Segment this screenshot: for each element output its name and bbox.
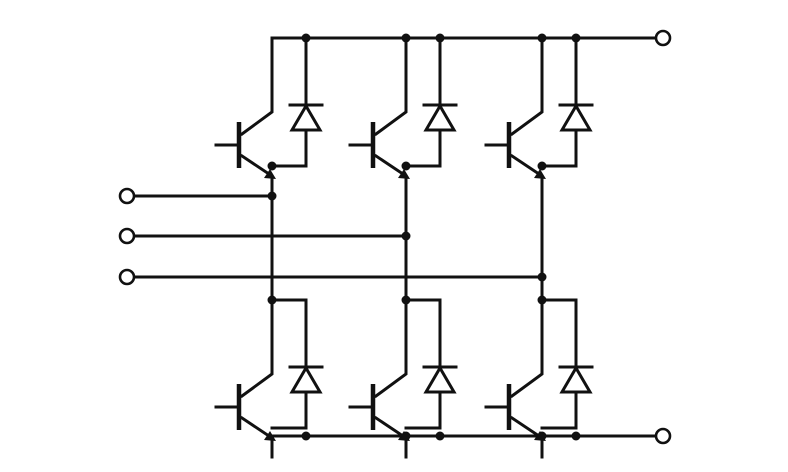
ac-terminal-1[interactable] — [118, 187, 136, 205]
dc-positive-terminal[interactable] — [654, 29, 672, 47]
dc-negative-terminal[interactable] — [654, 427, 672, 445]
switch-upper-2 — [350, 38, 456, 195]
ac-terminal-3[interactable] — [118, 268, 136, 286]
switch-upper-3 — [486, 38, 592, 195]
ac-terminal-2[interactable] — [118, 227, 136, 245]
junction-dots — [267, 33, 581, 441]
switch-upper-1 — [216, 38, 322, 195]
